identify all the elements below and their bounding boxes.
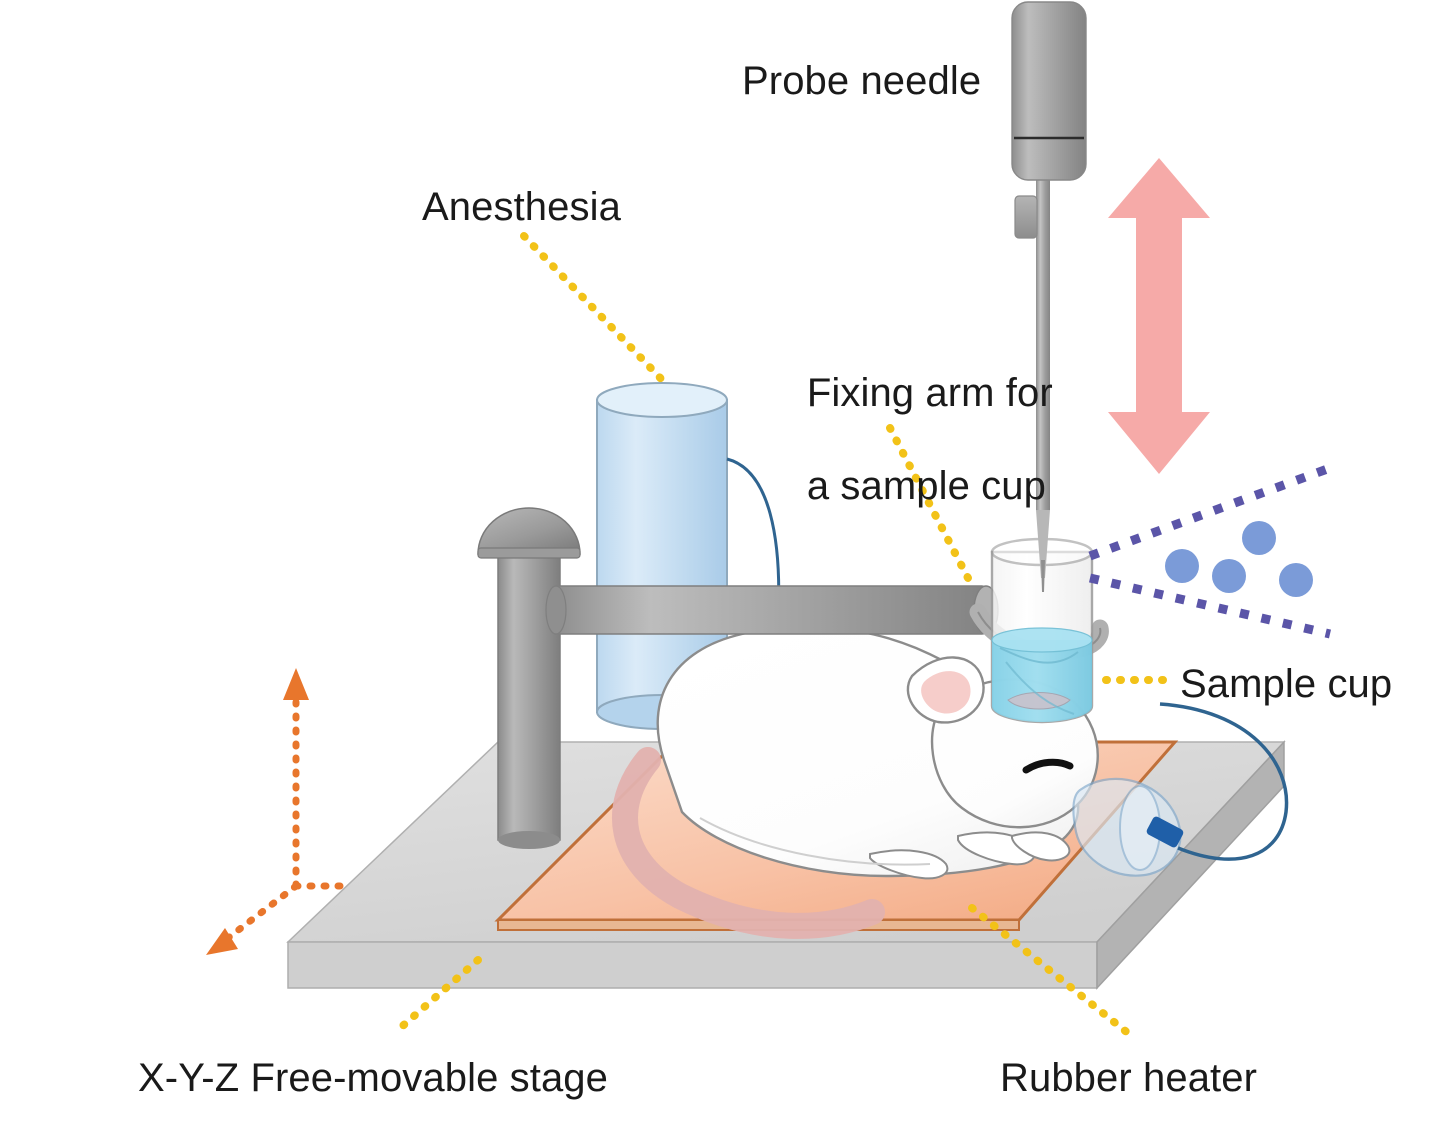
label-xyz-stage: X-Y-Z Free-movable stage — [138, 1056, 608, 1100]
mouse — [612, 625, 1099, 939]
label-fixing-arm: Fixing arm for a sample cup — [762, 324, 1053, 556]
leader-anesthesia — [520, 232, 672, 390]
sample-cup — [990, 537, 1094, 724]
droplets — [1165, 521, 1313, 597]
vertical-motion-arrow — [1108, 158, 1210, 474]
label-fixing-arm-line1: Fixing arm for — [806, 371, 1053, 416]
leader-fixing-arm — [886, 424, 972, 582]
magnification-callout — [1088, 463, 1332, 639]
label-rubber-heater: Rubber heater — [1000, 1056, 1258, 1100]
leader-stage — [394, 956, 482, 1034]
probe-needle — [1011, 1, 1087, 592]
nose-cone — [1072, 702, 1289, 877]
leader-lines — [394, 232, 1170, 1042]
label-probe-needle: Probe needle — [742, 59, 982, 103]
label-anesthesia: Anesthesia — [422, 185, 621, 229]
label-sample-cup: Sample cup — [1180, 662, 1393, 706]
label-fixing-arm-line2: a sample cup — [806, 464, 1046, 509]
